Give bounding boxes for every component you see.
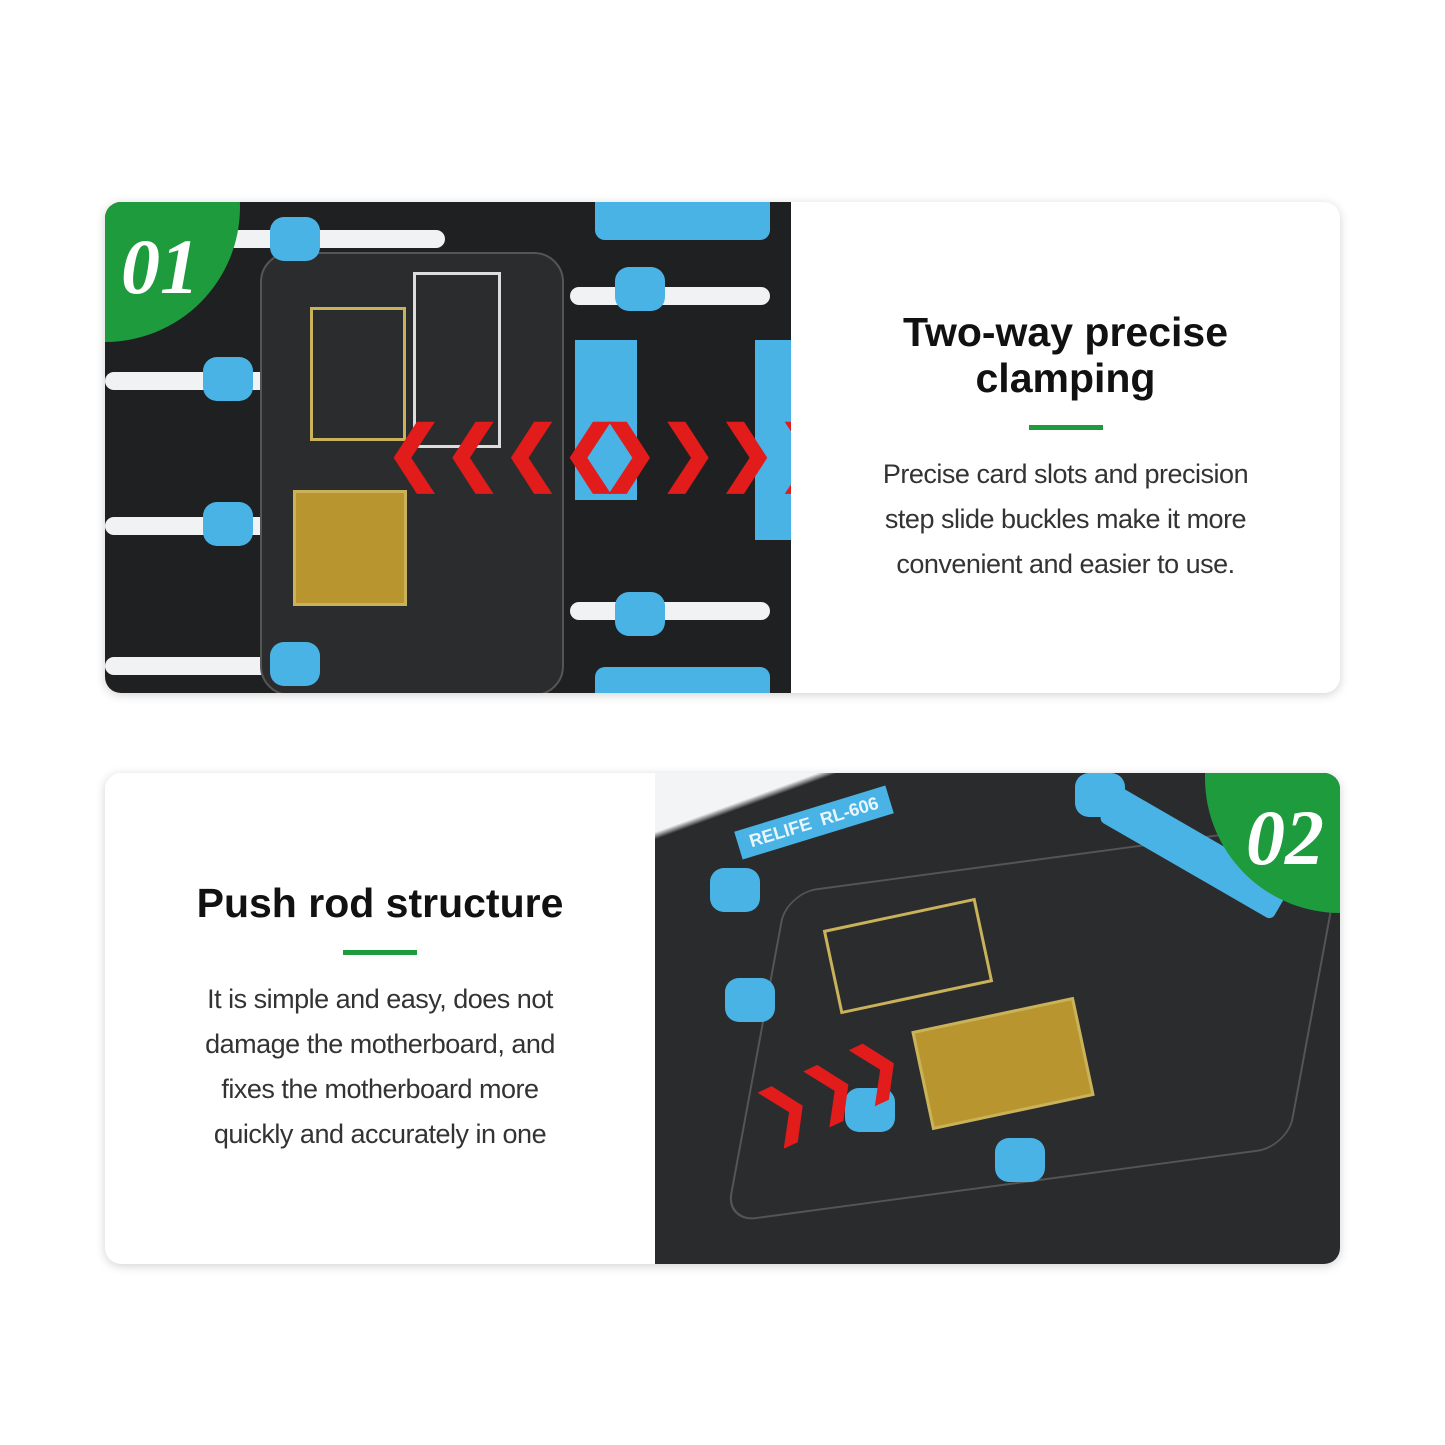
rail (225, 230, 445, 248)
clamp (710, 868, 760, 912)
feature-title: Two-way precise clamping (902, 308, 1229, 401)
clamp (270, 642, 320, 686)
divider (343, 950, 417, 955)
feature-description: It is simple and easy, does not damage t… (205, 984, 555, 1149)
rail (570, 287, 770, 305)
top-block (595, 202, 770, 240)
memory-chips (413, 272, 501, 448)
feature-text: Push rod structure It is simple and easy… (105, 773, 655, 1264)
product-photo-clamping: ❮❮❮❮ ❯❯❯❯ 01 (105, 202, 791, 693)
feature-title: Push rod structure (196, 880, 564, 926)
arrows-right-icon: ❯❯❯❯ (600, 413, 791, 491)
clamp (270, 217, 320, 261)
feature-card-clamping: ❮❮❮❮ ❯❯❯❯ 01 Two-way precise clamping Pr… (105, 202, 1340, 693)
product-logo: RELIFE RL-606 (734, 785, 894, 860)
clamp (615, 267, 665, 311)
step-badge: 01 (105, 202, 240, 342)
clamp (203, 502, 253, 546)
bottom-block (595, 667, 770, 693)
arrows-left-icon: ❮❮❮❮ (385, 413, 620, 491)
clamp (725, 978, 775, 1022)
product-photo-push-rod: RELIFE RL-606 ❯❯❯ 02 (655, 773, 1340, 1264)
gpu-chip (293, 490, 407, 606)
divider (1028, 424, 1103, 430)
clamp (203, 357, 253, 401)
feature-description: Precise card slots and precision step sl… (882, 458, 1249, 579)
clamp (995, 1138, 1045, 1182)
slide-buckle-left (575, 340, 637, 500)
slide-buckle-right (755, 340, 791, 540)
feature-card-push-rod: Push rod structure It is simple and easy… (105, 773, 1340, 1264)
feature-text: Two-way precise clamping Precise card sl… (791, 202, 1340, 693)
cpu-chip (310, 307, 406, 441)
clamp (615, 592, 665, 636)
clamp (1075, 773, 1125, 817)
rail (570, 602, 770, 620)
clamp (845, 1088, 895, 1132)
